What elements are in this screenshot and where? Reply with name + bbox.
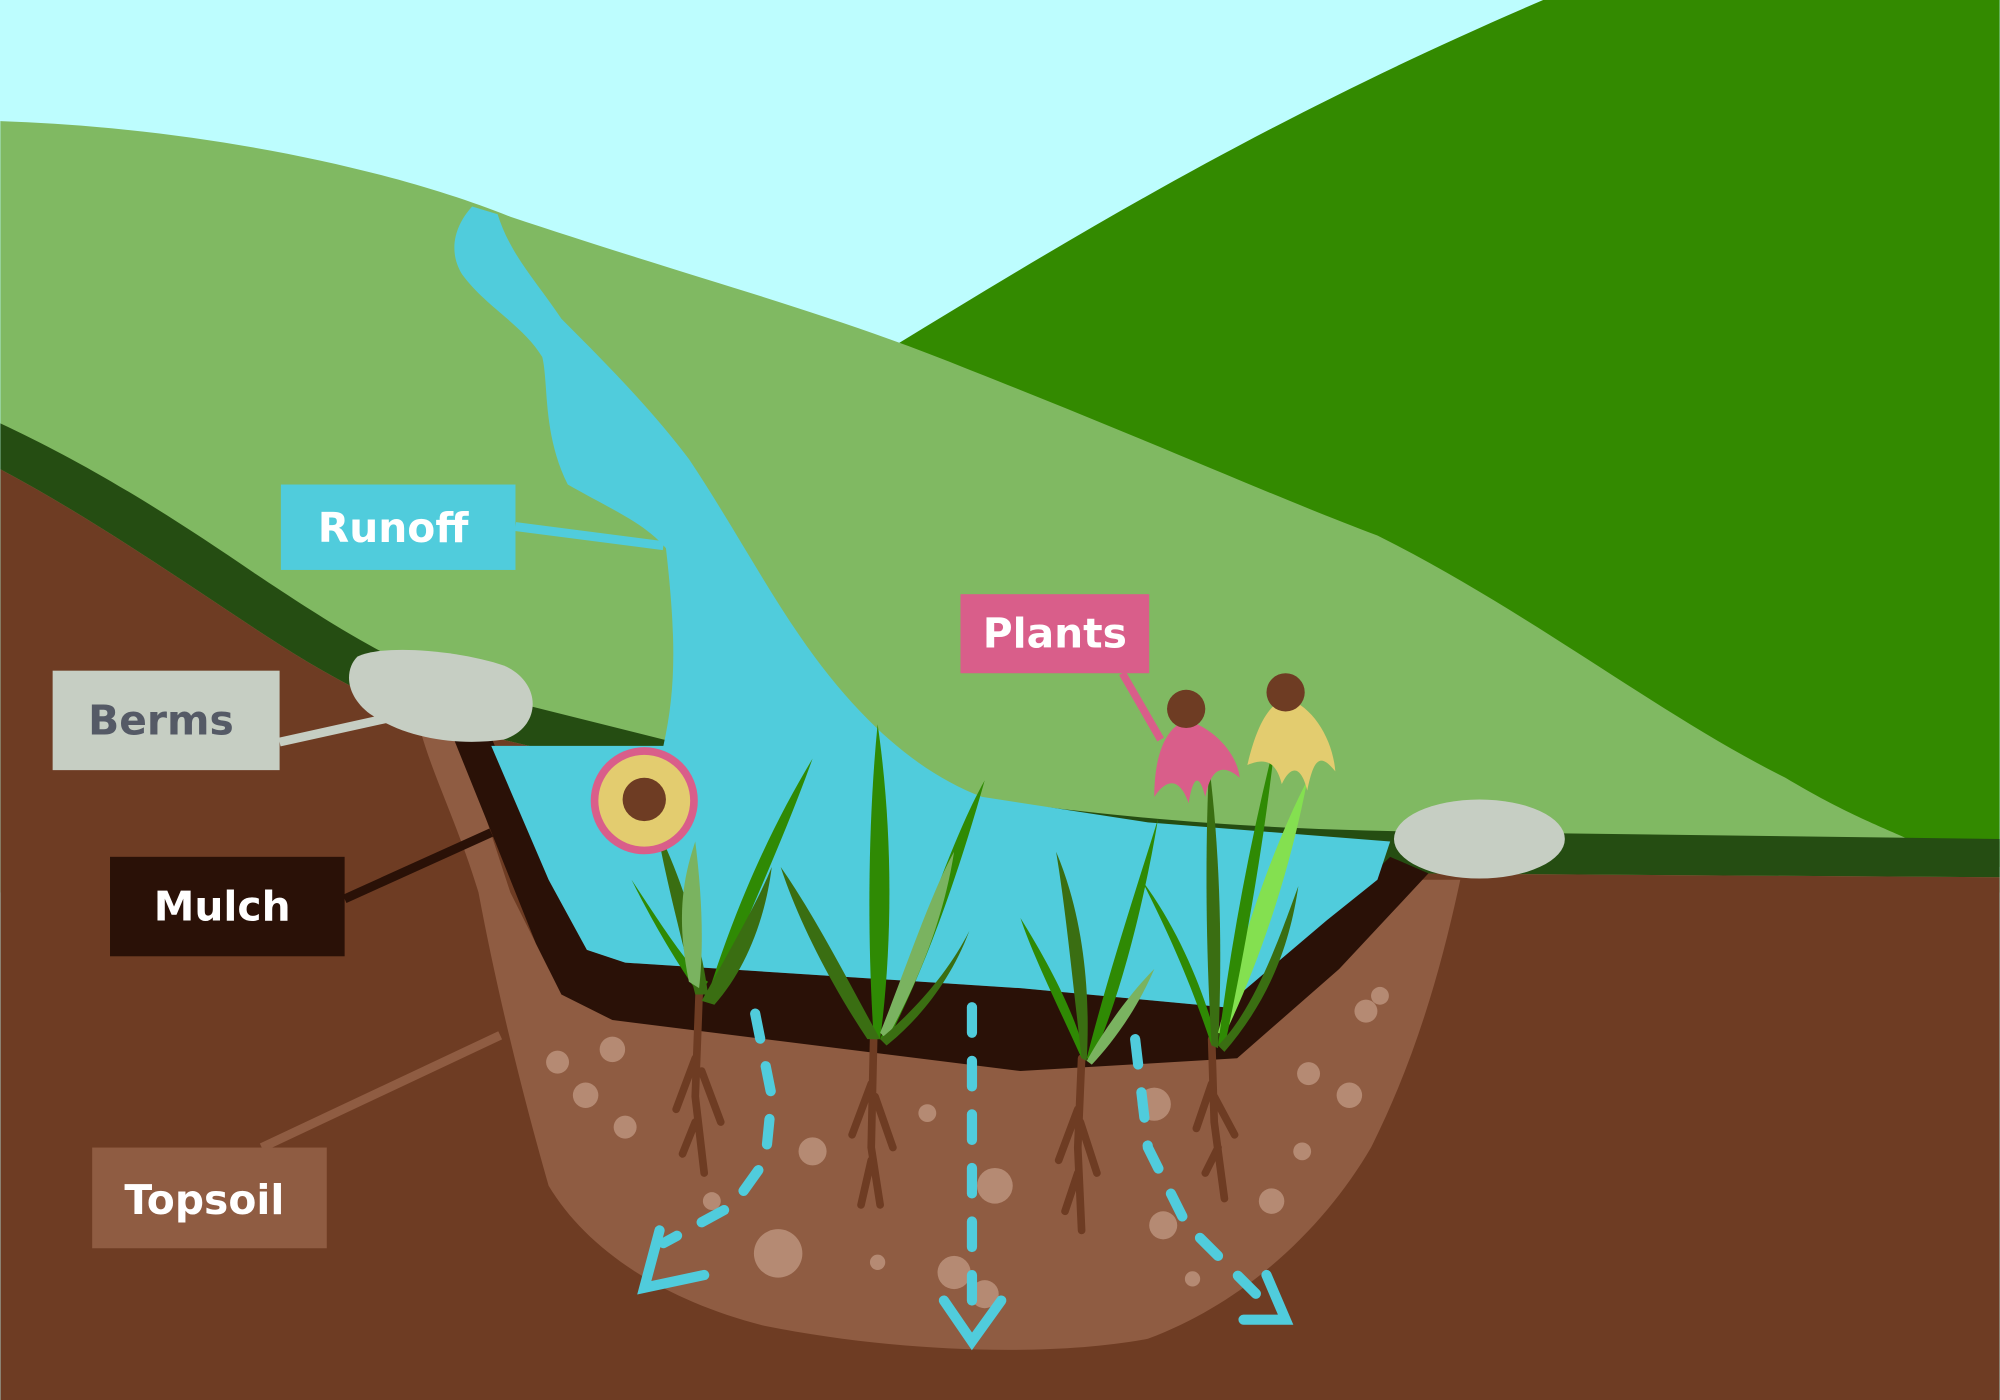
soil-pebbles	[546, 986, 1389, 1309]
label-berms-text: Berms	[88, 696, 234, 744]
berm-right	[1393, 799, 1565, 879]
plants	[631, 724, 1308, 1065]
label-runoff-text: Runoff	[318, 504, 470, 552]
flowers	[590, 673, 1336, 855]
plant-roots	[672, 990, 1239, 1235]
label-mulch: Mulch	[110, 856, 345, 957]
label-topsoil: Topsoil	[92, 1147, 327, 1249]
label-mulch-text: Mulch	[154, 883, 291, 931]
berms	[349, 649, 1565, 879]
flower-coneflower-yellow	[1247, 673, 1336, 791]
flower-coneflower-pink	[1154, 689, 1240, 804]
label-runoff: Runoff	[280, 484, 516, 570]
far-hill	[892, 0, 2000, 868]
label-plants: Plants	[960, 594, 1150, 674]
berm-left	[349, 649, 533, 742]
label-plants-text: Plants	[983, 610, 1127, 658]
label-topsoil-text: Topsoil	[124, 1176, 284, 1224]
leader-lines	[259, 522, 1164, 1152]
topsoil-basin	[421, 733, 1461, 1350]
label-berms: Berms	[52, 670, 280, 771]
infiltration-arrows	[637, 1002, 1294, 1351]
flower-sunflower	[590, 747, 698, 855]
